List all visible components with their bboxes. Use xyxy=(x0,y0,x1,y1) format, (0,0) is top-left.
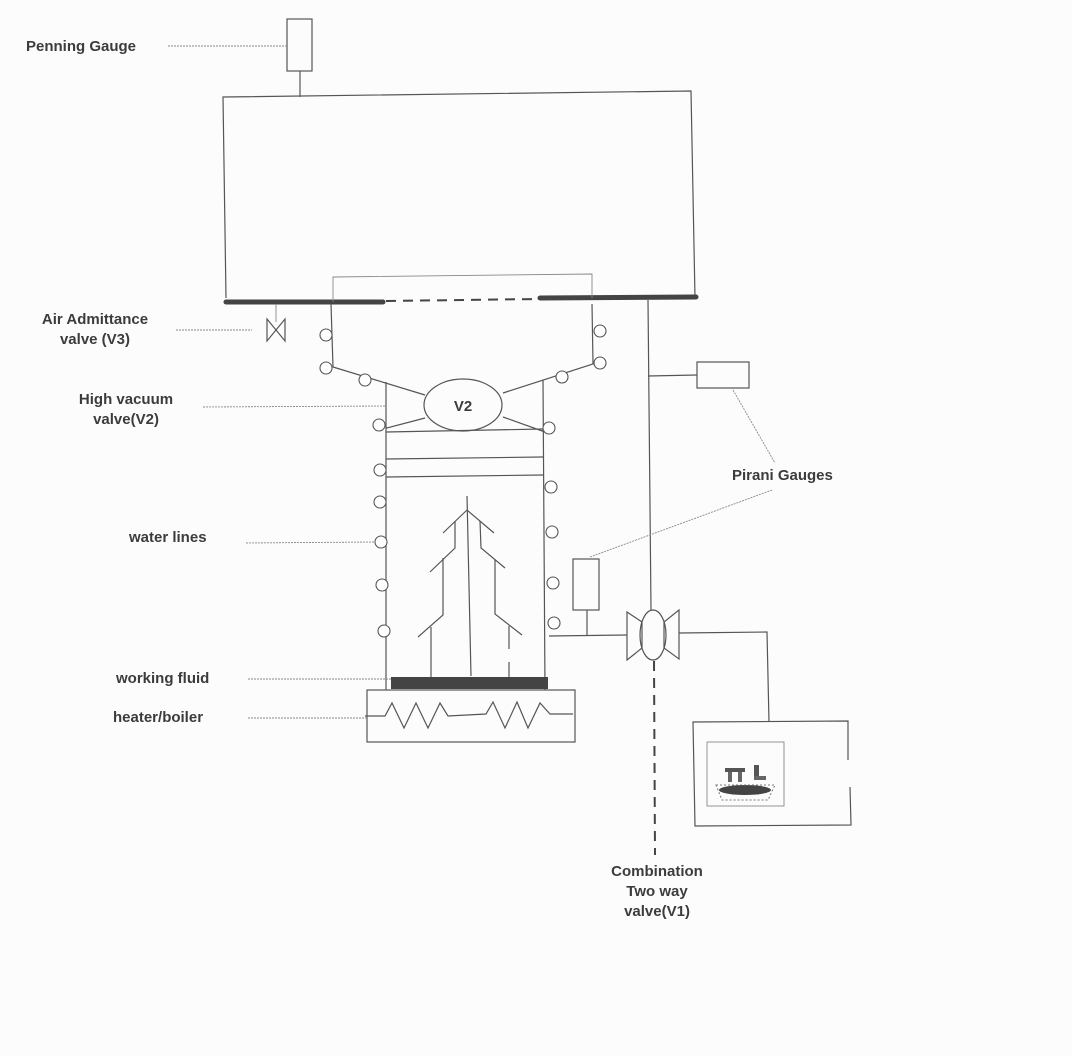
vacuum-chamber xyxy=(222,90,696,299)
label-air-admittance-line1: Air Admittance xyxy=(41,311,149,328)
rotary-pump xyxy=(692,720,852,827)
label-high-vacuum-line1: High vacuum xyxy=(78,391,174,408)
penning-gauge xyxy=(286,18,313,97)
label-water-lines: water lines xyxy=(129,529,207,546)
high-vacuum-valve[interactable]: V2 xyxy=(423,378,503,432)
label-combination-line1: Combination xyxy=(611,863,703,880)
pirani-leader-upper xyxy=(732,389,776,464)
pirani-leader-lower xyxy=(589,489,773,558)
valve-v2-label: V2 xyxy=(454,398,472,415)
combination-two-way-valve[interactable] xyxy=(626,608,680,856)
label-working-fluid: working fluid xyxy=(116,670,210,687)
jet-assembly xyxy=(417,495,523,678)
baffle-plate xyxy=(223,273,699,305)
working-fluid xyxy=(391,677,548,689)
air-admittance-valve xyxy=(266,304,286,343)
label-combination-line2: Two way xyxy=(626,883,688,900)
label-combination-line3: valve(V1) xyxy=(624,903,690,920)
high-vacuum-leader xyxy=(202,405,387,408)
label-air-admittance: Air Admittance valve (V3) xyxy=(30,310,160,350)
label-penning-gauge: Penning Gauge xyxy=(26,38,137,55)
label-high-vacuum-valve: High vacuum valve(V2) xyxy=(66,390,186,430)
pump-throat xyxy=(330,303,594,691)
label-combination-valve: Combination Two way valve(V1) xyxy=(596,862,718,922)
cooling-water-coils xyxy=(319,324,607,638)
water-lines-leader xyxy=(245,541,376,544)
label-heater-boiler: heater/boiler xyxy=(113,709,204,726)
label-high-vacuum-line2: valve(V2) xyxy=(93,411,159,428)
pirani-gauge-foreline xyxy=(696,361,750,389)
foreline-piping xyxy=(548,299,770,723)
label-air-admittance-line2: valve (V3) xyxy=(59,331,131,348)
heater-boiler xyxy=(365,689,576,743)
pirani-gauge-roughing xyxy=(572,558,600,611)
label-pirani-gauges: Pirani Gauges xyxy=(732,467,833,484)
rotary-pump-icon xyxy=(715,765,776,801)
